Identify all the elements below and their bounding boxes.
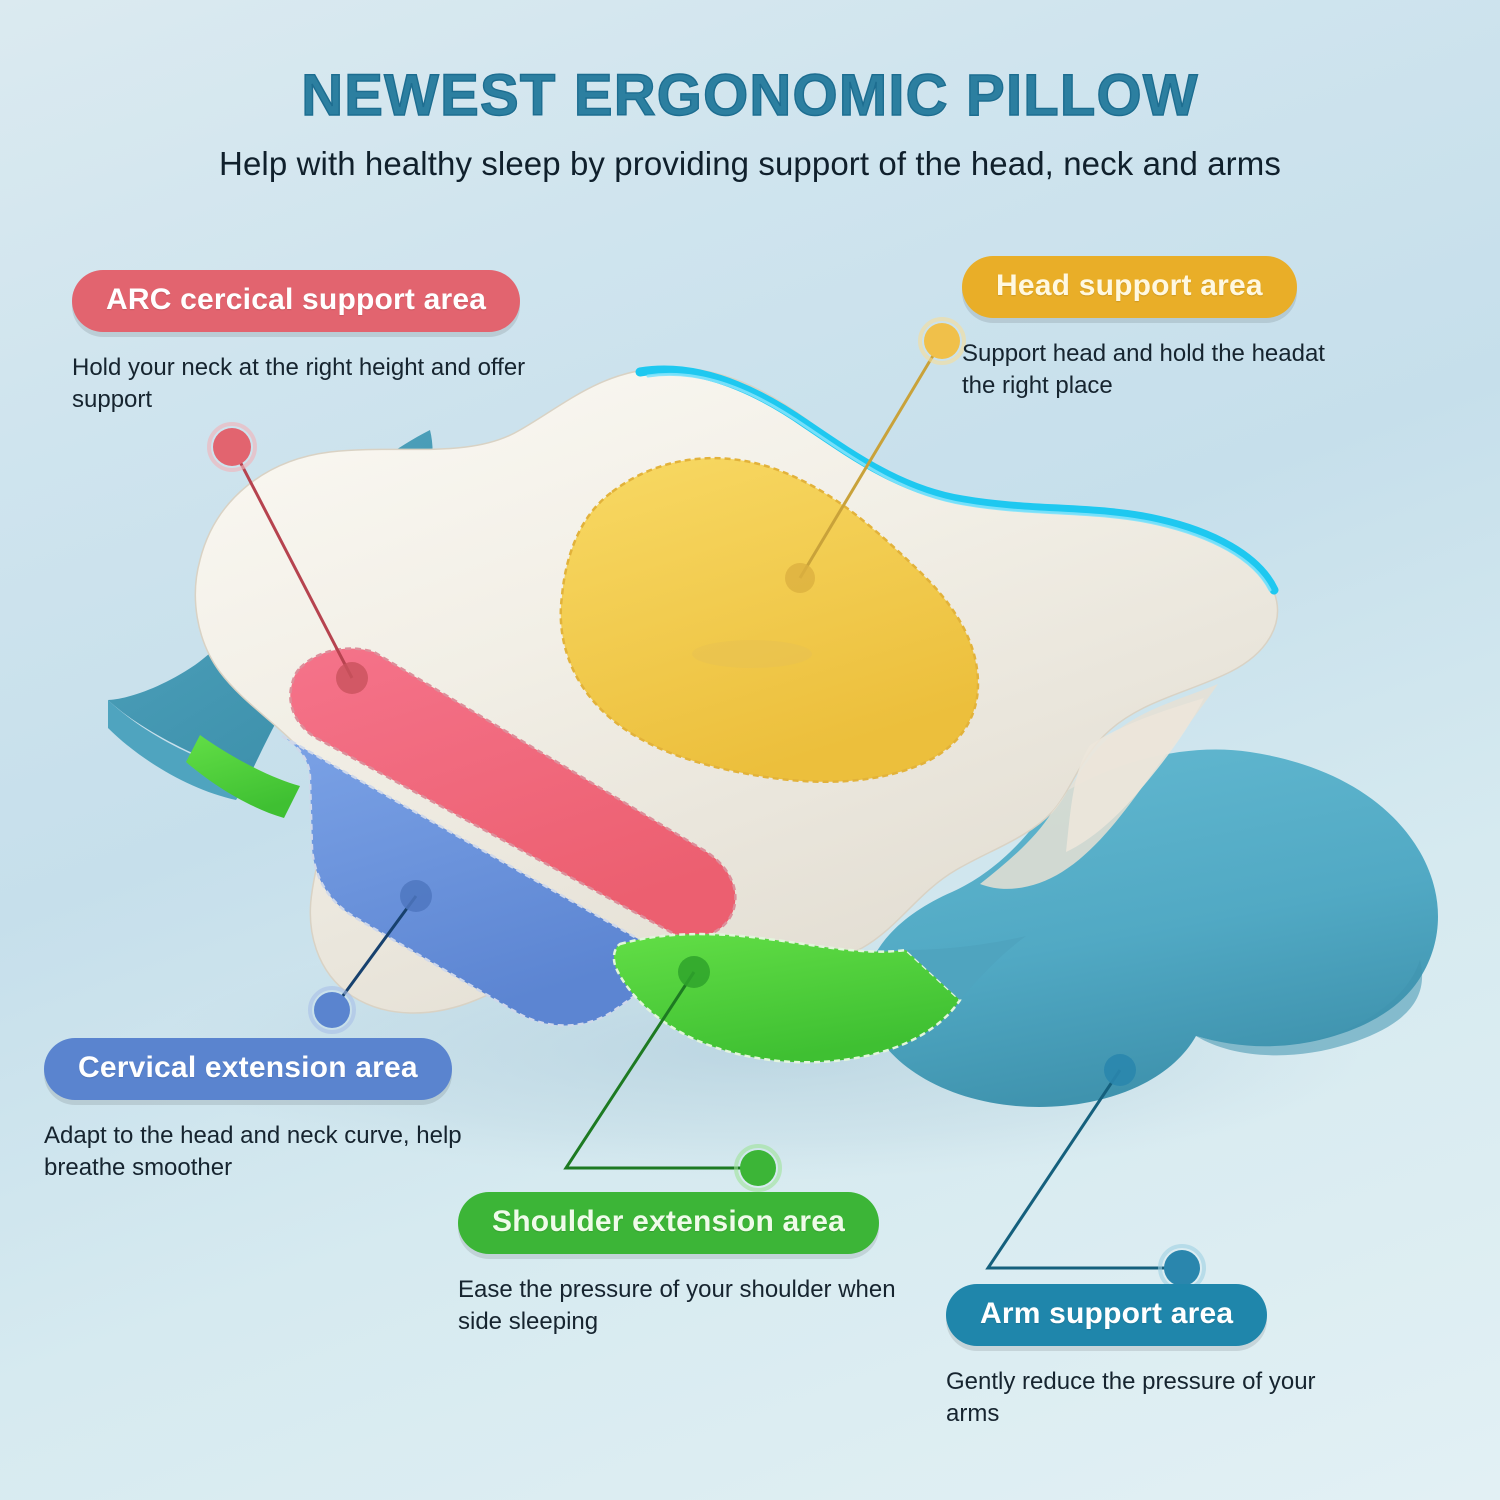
leader-line-cervical-extension <box>308 880 432 1034</box>
pillow-neck-texture <box>1066 698 1204 852</box>
callout-description-head-support: Support head and hold the headat the rig… <box>962 340 1325 399</box>
pillow-lower-right-teal-sliver <box>906 936 1026 1000</box>
leader-line-arm-support <box>985 1054 1206 1292</box>
callout-label-head-support[interactable]: Head support area <box>962 256 1297 318</box>
callout-label-cervical-extension[interactable]: Cervical extension area <box>44 1038 452 1100</box>
pillow-top-contour-highlight <box>635 365 1279 595</box>
pillow-top-contour-highlight-inner <box>646 372 1272 592</box>
callout-description-arc-cervical: Hold your neck at the right height and o… <box>72 354 526 413</box>
callout-head-support: Head support area Support head and hold … <box>962 256 1362 401</box>
header: NEWEST ERGONOMIC PILLOW Help with health… <box>0 0 1500 183</box>
pillow-arm-support-shading <box>1196 960 1423 1056</box>
pillow-arm-support-zone <box>864 749 1438 1107</box>
callout-cervical-extension: Cervical extension area Adapt to the hea… <box>44 1038 514 1183</box>
pillow-head-zone-emboss <box>692 640 812 668</box>
callout-description-arm-support: Gently reduce the pressure of your arms <box>946 1368 1316 1427</box>
page-subtitle: Help with healthy sleep by providing sup… <box>219 145 1281 182</box>
pillow-back-left-green-edge <box>186 735 300 818</box>
callout-label-arm-support[interactable]: Arm support area <box>946 1284 1268 1346</box>
page-title: NEWEST ERGONOMIC PILLOW <box>301 62 1199 128</box>
callout-label-shoulder-extension[interactable]: Shoulder extension area <box>458 1192 880 1254</box>
pillow-head-support-zone <box>559 456 980 784</box>
leader-line-shoulder-extension <box>563 956 782 1192</box>
callout-description-cervical-extension: Adapt to the head and neck curve, help b… <box>44 1122 462 1181</box>
leader-line-head-support <box>785 317 966 593</box>
callout-shoulder-extension: Shoulder extension area Ease the pressur… <box>458 1192 928 1337</box>
callout-description-shoulder-extension: Ease the pressure of your shoulder when … <box>458 1276 896 1335</box>
callout-arm-support: Arm support area Gently reduce the press… <box>946 1284 1346 1429</box>
pillow-arc-cervical-zone <box>289 647 737 939</box>
callout-arc-cervical: ARC cercical support area Hold your neck… <box>72 270 542 415</box>
leader-line-arc-cervical <box>207 422 368 694</box>
callout-label-arc-cervical[interactable]: ARC cercical support area <box>72 270 521 332</box>
